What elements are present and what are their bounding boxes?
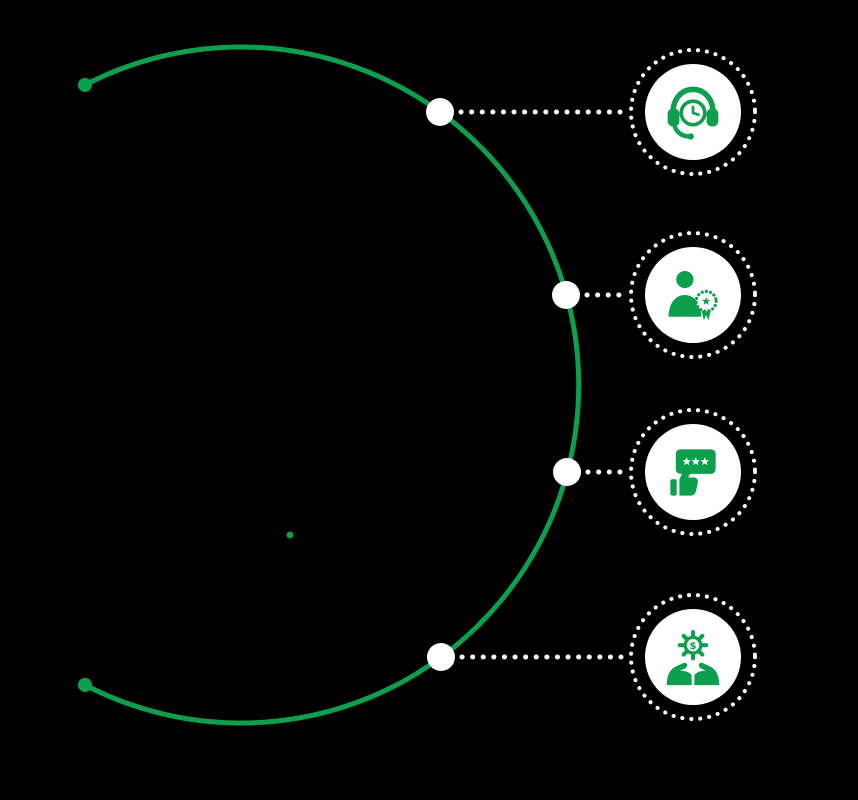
arc-node-3 — [553, 458, 581, 486]
svg-text:$: $ — [690, 641, 697, 652]
small-accent-dot — [286, 531, 294, 539]
arc-node-4 — [427, 643, 455, 671]
arc-node-2 — [552, 281, 580, 309]
main-arc — [82, 44, 582, 726]
arc-start-dot — [78, 78, 92, 92]
arc-node-1 — [426, 98, 454, 126]
badge-circle — [645, 247, 741, 343]
badge-circle — [645, 424, 741, 520]
badge-circle: $ — [645, 609, 741, 705]
thumbs-up-stars-icon — [670, 449, 716, 496]
person-award-badge-icon — [668, 270, 718, 321]
dotted-ring — [629, 48, 757, 176]
arc-end-dot — [78, 678, 92, 692]
dotted-ring — [629, 231, 757, 359]
badge-cost-effective: $ — [627, 591, 759, 723]
badge-customer-feedback — [627, 406, 759, 538]
dotted-ring — [629, 408, 757, 536]
headset-clock-icon — [667, 86, 719, 140]
badge-circle — [645, 64, 741, 160]
badge-certified-expert — [627, 229, 759, 361]
dotted-ring — [629, 593, 757, 721]
badge-support-24-7 — [627, 46, 759, 178]
hands-dollar-gear-icon: $ — [666, 630, 720, 686]
